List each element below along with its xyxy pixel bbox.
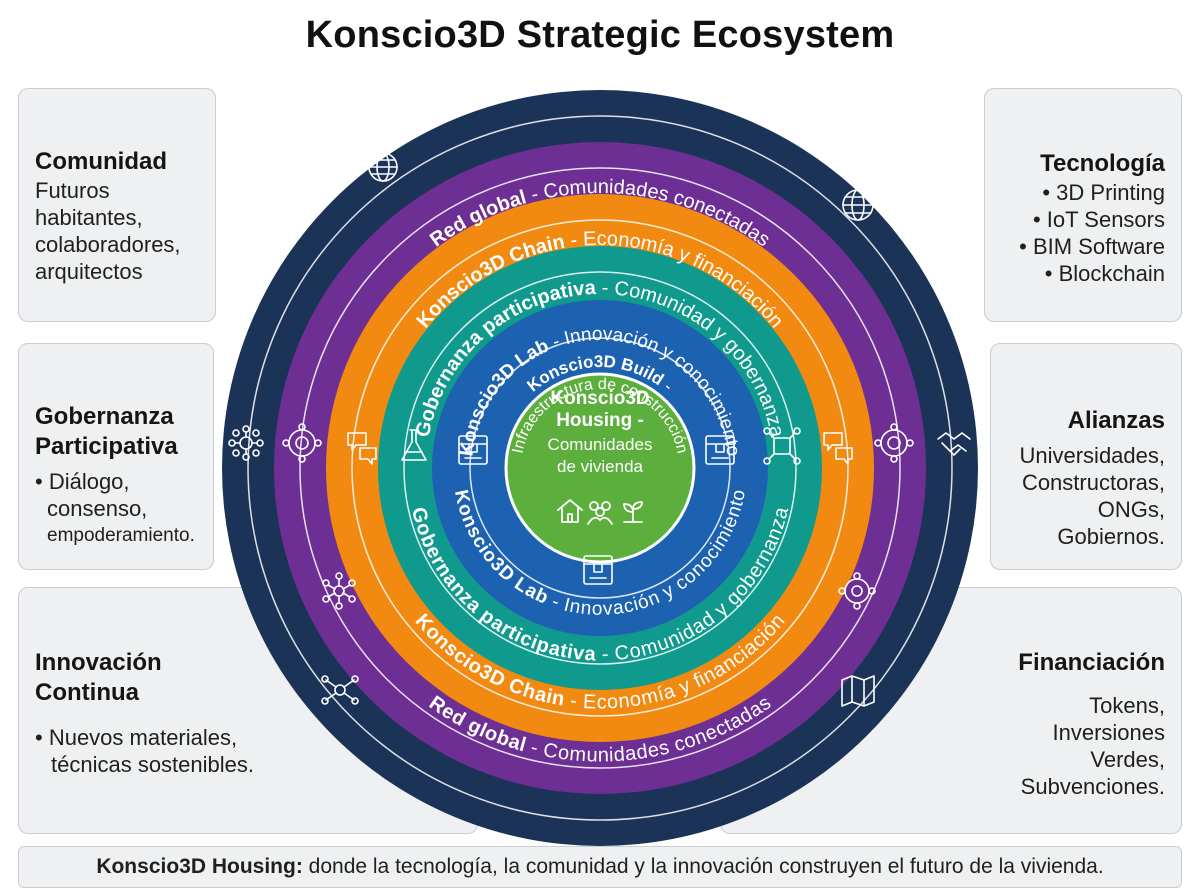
page-title: Konscio3D Strategic Ecosystem: [305, 14, 895, 56]
panel-alianzas-line: Gobiernos.: [1057, 524, 1165, 549]
globe-icon: [368, 152, 398, 182]
printer-icon: [583, 555, 613, 585]
panel-comunidad-line: arquitectos: [35, 259, 143, 284]
panel-financiacion-line: Tokens,: [1089, 693, 1165, 718]
panel-comunidad: Comunidad Futuros habitantes, colaborado…: [18, 88, 216, 322]
plant-icon: [623, 501, 643, 523]
panel-alianzas-line: Constructoras,: [1021, 470, 1165, 495]
globe-icon: [842, 189, 874, 221]
panel-alianzas-line: ONGs,: [1097, 497, 1165, 522]
iot-icon: [763, 427, 801, 465]
people-icon: [587, 501, 613, 525]
printer-icon: [458, 435, 488, 465]
panel-innovacion-line: técnicas sostenibles.: [51, 752, 254, 777]
panel-tecnologia-line: • IoT Sensors: [1032, 207, 1165, 232]
panel-gobernanza-line: empoderamiento.: [47, 525, 195, 546]
panel-tecnologia-line: • Blockchain: [1044, 261, 1165, 286]
house-icon: [557, 499, 583, 523]
footer-text: donde la tecnología, la comunidad y la i…: [302, 855, 1104, 878]
panel-gobernanza-line: consenso,: [47, 496, 148, 521]
panel-comunidad-title: Comunidad: [35, 148, 167, 175]
panel-financiacion-title: Financiación: [1018, 649, 1165, 676]
hub-icon: [321, 675, 359, 705]
panel-alianzas-title: Alianzas: [1067, 407, 1165, 434]
panel-innovacion-title-line: Continua: [35, 679, 139, 706]
core-label: Konscio3D Housing - Comunidades de vivie…: [548, 388, 653, 476]
panel-financiacion-line: Verdes,: [1090, 747, 1165, 772]
handshake-icon: [937, 432, 971, 456]
panel-innovacion-title: Innovación Continua: [35, 648, 461, 708]
panel-tecnologia-line: • BIM Software: [1019, 234, 1165, 259]
hub-icon: [322, 572, 356, 610]
chat-icon: [823, 432, 853, 465]
panel-financiacion-line: Inversiones: [1052, 720, 1165, 745]
panel-tecnologia-line: • 3D Printing: [1042, 180, 1165, 205]
panel-gobernanza: Gobernanza Participativa • Diálogo, cons…: [18, 343, 214, 570]
core-sub-line: Comunidades: [548, 435, 653, 454]
panel-gobernanza-title-line: Participativa: [35, 433, 178, 460]
panel-tecnologia-title: Tecnología: [1040, 150, 1165, 177]
printer-icon: [705, 435, 735, 465]
map-icon: [841, 675, 875, 707]
panel-gobernanza-title-line: Gobernanza: [35, 403, 174, 430]
core-sub-line: de vivienda: [557, 457, 644, 476]
panel-tecnologia: Tecnología • 3D Printing • IoT Sensors •…: [984, 88, 1182, 322]
panel-comunidad-line: colaboradores,: [35, 232, 181, 257]
panel-alianzas: Alianzas Universidades, Constructoras, O…: [990, 343, 1182, 570]
panel-comunidad-line: Futuros: [35, 178, 110, 203]
panel-innovacion-line: • Nuevos materiales,: [35, 725, 238, 750]
hub-icon: [282, 423, 322, 463]
core-title-line: Housing -: [556, 410, 644, 431]
ring-separators: [247, 115, 953, 821]
flask-icon: [401, 429, 427, 461]
chat-icon: [347, 432, 377, 465]
panel-gobernanza-line: • Diálogo,: [35, 469, 130, 494]
panel-gobernanza-title: Gobernanza Participativa: [35, 402, 197, 462]
hub-icon: [874, 423, 914, 463]
panel-innovacion-title-line: Innovación: [35, 649, 162, 676]
hub-icon: [838, 572, 876, 610]
network-icon: [228, 425, 264, 461]
core-konscio3d-housing: [504, 372, 696, 564]
footer-bold: Konscio3D Housing:: [96, 855, 303, 878]
panel-comunidad-line: habitantes,: [35, 205, 143, 230]
panel-financiacion-line: Subvenciones.: [1020, 774, 1165, 799]
panel-alianzas-line: Universidades,: [1019, 443, 1165, 468]
core-title-line: Konscio3D: [550, 388, 649, 409]
footer-banner: Konscio3D Housing: donde la tecnología, …: [18, 846, 1182, 888]
